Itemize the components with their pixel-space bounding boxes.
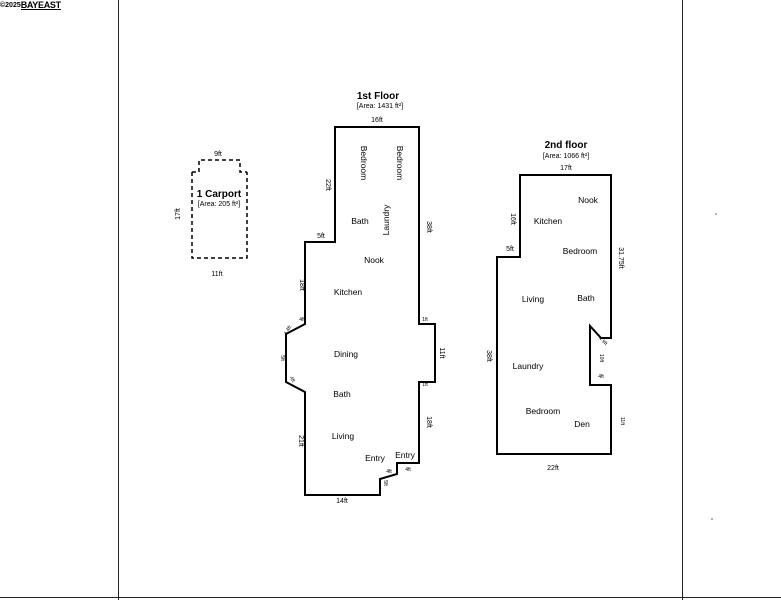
dim-left-bump: 5ft bbox=[279, 355, 285, 361]
watermark-brand: BAYEAST bbox=[20, 0, 61, 10]
second-floor-area: [Area: 1066 ft²] bbox=[543, 153, 589, 160]
second-floor-outline bbox=[496, 174, 612, 455]
dim-bottom: 14ft bbox=[336, 498, 348, 505]
carport-plan: 1 Carport [Area: 205 ft²] 9ft 17ft 11ft bbox=[175, 151, 248, 278]
dim-entry: 4ft bbox=[386, 469, 392, 475]
dim-right-lower: 18ft bbox=[425, 416, 432, 428]
dim-right-small: 1ft bbox=[422, 382, 428, 388]
dim-top: 17ft bbox=[560, 165, 572, 172]
carport-dim-left: 17ft bbox=[175, 208, 182, 220]
room-bedroom: Bedroom bbox=[563, 246, 598, 256]
room-bedroom: Bedroom bbox=[526, 406, 561, 416]
dim-bottom: 22ft bbox=[547, 465, 559, 472]
dim-left-lower: 21ft bbox=[297, 435, 304, 447]
room-dining: Dining bbox=[334, 349, 358, 359]
room-bedroom: Bedroom bbox=[395, 146, 405, 181]
bottom-border-line bbox=[0, 597, 781, 598]
room-kitchen: Kitchen bbox=[534, 216, 563, 226]
second-floor-title: 2nd floor bbox=[545, 140, 588, 151]
dim-left-upper: 16ft bbox=[509, 213, 516, 225]
right-margin-line bbox=[682, 0, 683, 600]
first-floor-area: [Area: 1431 ft²] bbox=[357, 103, 403, 110]
first-floor-outline bbox=[285, 126, 436, 496]
room-laundry: Laundry bbox=[513, 361, 544, 371]
room-living: Living bbox=[332, 431, 354, 441]
room-bedroom: Bedroom bbox=[359, 146, 369, 181]
carport-dim-top: 9ft bbox=[214, 151, 222, 158]
dim-diagonal: 4.9ft bbox=[597, 336, 609, 348]
room-laundry: Laundry bbox=[381, 204, 391, 235]
watermark-year: ©2025 bbox=[0, 1, 21, 9]
dim-right: 38ft bbox=[425, 221, 432, 233]
dim-right-small: 1ft bbox=[422, 317, 428, 323]
carport-outline bbox=[191, 172, 248, 259]
dim-step: 5ft bbox=[506, 246, 514, 253]
scan-speck bbox=[715, 213, 717, 215]
carport-area: [Area: 205 ft²] bbox=[198, 201, 240, 208]
dim-left-mid: 18ft bbox=[298, 279, 305, 291]
dim-small: 4ft bbox=[299, 317, 305, 323]
dim-entry: 4ft bbox=[405, 467, 411, 473]
room-living: Living bbox=[522, 294, 544, 304]
room-entry: Entry bbox=[365, 453, 386, 463]
room-bath: Bath bbox=[351, 216, 369, 226]
scan-speck bbox=[711, 518, 713, 520]
second-floor-plan: 2nd floor [Area: 1066 ft²] Nook Kitchen … bbox=[485, 140, 625, 472]
room-bath: Bath bbox=[333, 389, 351, 399]
dim-right-upper: 31.75ft bbox=[617, 247, 624, 268]
dim-top: 16ft bbox=[371, 117, 383, 124]
room-den: Den bbox=[574, 419, 590, 429]
dim-left: 38ft bbox=[485, 350, 492, 362]
room-bath: Bath bbox=[577, 293, 595, 303]
dim-entry: 5ft bbox=[382, 480, 388, 486]
first-floor-title: 1st Floor bbox=[357, 91, 399, 102]
dim-notch-bottom: 4ft bbox=[598, 374, 604, 380]
room-nook: Nook bbox=[578, 195, 599, 205]
dim-notch-side: 10ft bbox=[598, 354, 604, 363]
room-nook: Nook bbox=[364, 255, 385, 265]
left-margin-line bbox=[118, 0, 119, 600]
dim-small: 4ft bbox=[288, 376, 296, 384]
room-kitchen: Kitchen bbox=[334, 287, 363, 297]
watermark-logo: ©2025 BAYEAST bbox=[0, 0, 61, 10]
carport-top-outline bbox=[192, 159, 247, 173]
carport-dim-bottom: 11ft bbox=[211, 271, 222, 278]
dim-right-lower: 11ft bbox=[619, 417, 625, 426]
dim-right-bump: 11ft bbox=[438, 347, 445, 358]
dim-left-upper: 22ft bbox=[324, 179, 331, 191]
room-entry: Entry bbox=[395, 450, 416, 460]
carport-title: 1 Carport bbox=[197, 189, 242, 200]
dim-diagonal: 4.4ft bbox=[283, 324, 293, 336]
first-floor-plan: 1st Floor [Area: 1431 ft²] Bedroom Bedro… bbox=[279, 91, 445, 505]
dim-step: 5ft bbox=[317, 233, 325, 240]
